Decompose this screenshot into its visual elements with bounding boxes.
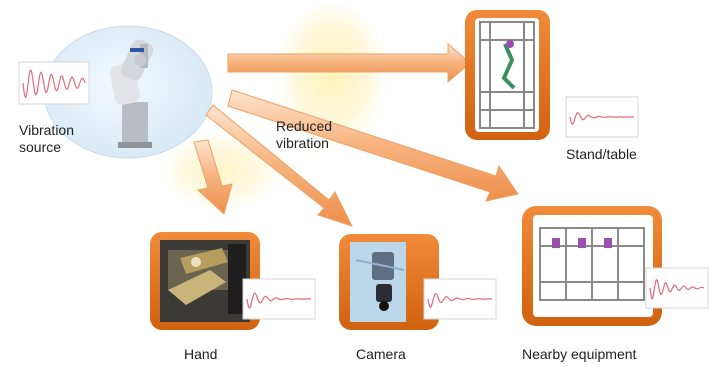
gripper-photo-icon [160,240,250,322]
stand-table-label: Stand/table [566,146,637,162]
source-waveform-icon [18,61,90,105]
nearby-equipment-label: Nearby equipment [522,346,637,362]
hand-label: Hand [184,346,218,362]
reduced-vibration-label: Reduced vibration [276,118,333,151]
camera-waveform-icon [423,278,497,320]
camera-label: Camera [356,346,406,362]
camera-card [339,234,439,330]
stand-table-card [465,10,550,140]
arrow-to-equipment [227,89,519,202]
hand-card [150,232,260,330]
arrow-to-hand [193,139,233,215]
arrow-to-stand [227,42,471,84]
camera-photo-icon [350,242,406,322]
equipment-waveform-icon [645,267,709,309]
stand-waveform-icon [565,96,639,138]
nearby-equipment-card [522,206,662,326]
robot-arm-icon [109,39,154,148]
stand-frame-icon [479,21,535,129]
hand-waveform-icon [242,278,316,320]
arrow-to-camera [205,104,353,227]
vibration-source-label: Vibration source [19,122,75,155]
